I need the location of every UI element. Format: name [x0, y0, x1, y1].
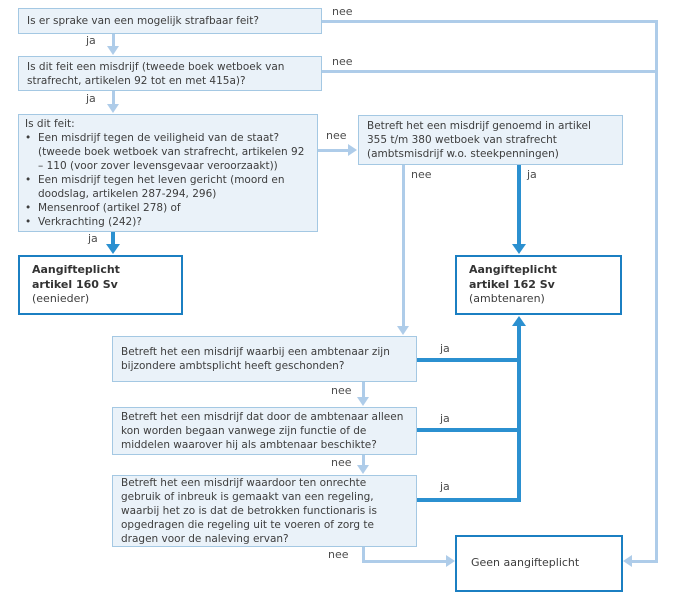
result-article: artikel 162 Sv — [469, 277, 555, 291]
result-aangifteplicht-162: Aangifteplicht artikel 162 Sv (ambtenare… — [455, 255, 622, 315]
result-article: artikel 160 Sv — [32, 277, 118, 291]
question-text: Betreft het een misdrijf genoemd in arti… — [367, 120, 591, 160]
result-note: (eenieder) — [32, 292, 90, 306]
edge-label-nee: nee — [332, 5, 353, 18]
question-text: Betreft het een misdrijf dat door de amb… — [121, 411, 404, 451]
bullet-item: • Een misdrijf tegen het leven gericht (… — [25, 173, 311, 201]
edge-label-ja: ja — [440, 342, 450, 355]
result-text: Geen aangifteplicht — [471, 556, 580, 570]
result-title: Aangifteplicht — [469, 263, 557, 277]
bullet-icon: • — [25, 202, 32, 214]
question-text: Betreft het een misdrijf waardoor ten on… — [121, 477, 377, 545]
bullet-item: • Verkrachting (242)? — [25, 215, 311, 229]
question-ambtsplicht-geschonden: Betreft het een misdrijf waarbij een amb… — [112, 336, 417, 382]
edge-label-nee: nee — [328, 548, 349, 561]
edge-label-ja: ja — [86, 34, 96, 47]
question-ambtsmisdrijf-355-380: Betreft het een misdrijf genoemd in arti… — [358, 115, 623, 165]
question-text: Is er sprake van een mogelijk strafbaar … — [27, 15, 259, 27]
connector-merge-ja — [517, 326, 521, 502]
edge-label-nee: nee — [411, 168, 432, 181]
bullet-icon: • — [25, 132, 32, 144]
edge-label-ja: ja — [440, 412, 450, 425]
arrowhead-rail-to-end — [623, 555, 632, 567]
connector-q5-nee — [362, 382, 365, 398]
connector-rail-to-end — [632, 560, 656, 563]
arrowhead-q4-ja — [512, 244, 526, 254]
connector-q3-ja — [111, 232, 115, 245]
edge-label-nee: nee — [331, 456, 352, 469]
edge-label-ja: ja — [86, 92, 96, 105]
connector-q3-nee — [318, 149, 348, 152]
bullet-text: Een misdrijf tegen het leven gericht (mo… — [38, 174, 285, 200]
connector-q5-ja — [417, 358, 521, 362]
connector-q2-ja — [112, 91, 115, 105]
bullet-item: • Een misdrijf tegen de veiligheid van d… — [25, 131, 311, 173]
result-note: (ambtenaren) — [469, 292, 545, 306]
result-geen-aangifteplicht: Geen aangifteplicht — [455, 535, 623, 592]
connector-q7-nee-v — [362, 547, 365, 563]
bullet-text: Mensenroof (artikel 278) of — [38, 202, 181, 214]
bullet-text: Verkrachting (242)? — [38, 216, 142, 228]
connector-q1-ja — [112, 33, 115, 47]
arrowhead-q3-ja — [106, 244, 120, 254]
connector-q4-nee — [402, 163, 405, 326]
edge-label-nee: nee — [326, 129, 347, 142]
result-aangifteplicht-160: Aangifteplicht artikel 160 Sv (eenieder) — [18, 255, 183, 315]
connector-q7-nee-h — [362, 560, 446, 563]
connector-q4-ja — [517, 163, 521, 245]
bullet-item: • Mensenroof (artikel 278) of — [25, 201, 311, 215]
connector-right-rail — [655, 20, 658, 563]
bullet-icon: • — [25, 216, 32, 228]
connector-q7-ja — [417, 498, 521, 502]
arrowhead-q2-ja — [107, 104, 119, 113]
question-intro: Is dit feit: — [25, 118, 75, 130]
question-functie-middelen: Betreft het een misdrijf dat door de amb… — [112, 407, 417, 455]
arrowhead-q4-nee — [397, 326, 409, 335]
question-soort-misdrijf: Is dit feit: • Een misdrijf tegen de vei… — [18, 114, 318, 232]
question-text: Betreft het een misdrijf waarbij een amb… — [121, 346, 390, 372]
edge-label-nee: nee — [332, 55, 353, 68]
arrowhead-q6-nee — [357, 465, 369, 474]
question-text: Is dit feit een misdrijf (tweede boek we… — [27, 60, 285, 87]
question-regeling-misbruik: Betreft het een misdrijf waardoor ten on… — [112, 475, 417, 547]
connector-q6-ja — [417, 428, 521, 432]
result-title: Aangifteplicht — [32, 263, 120, 277]
edge-label-ja: ja — [88, 232, 98, 245]
edge-label-ja: ja — [440, 480, 450, 493]
arrowhead-merge-ja — [512, 316, 526, 326]
connector-q6-nee — [362, 455, 365, 467]
bullet-text: Een misdrijf tegen de veiligheid van de … — [38, 132, 305, 172]
arrowhead-q3-nee — [348, 144, 357, 156]
arrowhead-q1-ja — [107, 46, 119, 55]
connector-q1-nee — [322, 20, 656, 23]
edge-label-nee: nee — [331, 384, 352, 397]
edge-label-ja: ja — [527, 168, 537, 181]
question-misdrijf: Is dit feit een misdrijf (tweede boek we… — [18, 56, 322, 91]
bullet-icon: • — [25, 174, 32, 186]
connector-q2-nee — [322, 70, 655, 73]
question-strafbaar-feit: Is er sprake van een mogelijk strafbaar … — [18, 8, 322, 34]
arrowhead-q7-nee — [446, 555, 455, 567]
arrowhead-q5-nee — [357, 397, 369, 406]
